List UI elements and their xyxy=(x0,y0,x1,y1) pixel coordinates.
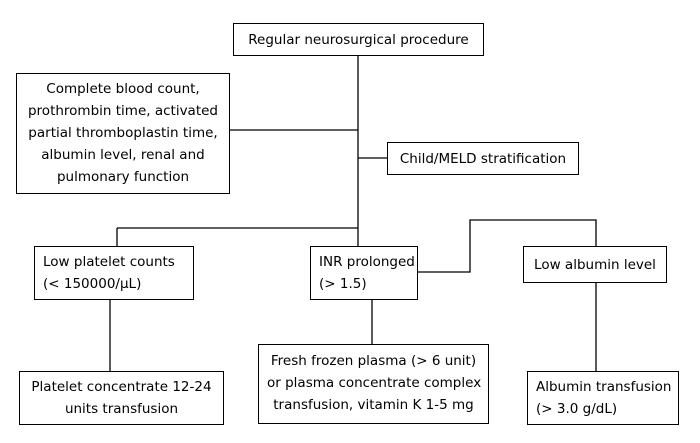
node-text-line: partial thromboplastin time, xyxy=(28,125,218,141)
node-text-line: Complete blood count, xyxy=(46,81,200,97)
node-text-line: Platelet concentrate 12-24 xyxy=(31,379,212,395)
node-text-line: units transfusion xyxy=(64,401,179,417)
node-preoperative-labs: Complete blood count, prothrombin time, … xyxy=(16,73,230,194)
node-child-meld-stratification: Child/MELD stratification xyxy=(387,142,579,175)
node-regular-neurosurgical-procedure: Regular neurosurgical procedure xyxy=(233,23,484,56)
node-text-line: Regular neurosurgical procedure xyxy=(248,32,469,48)
node-text-line: or plasma concentrate complex xyxy=(267,375,482,391)
node-text-line: Low albumin level xyxy=(534,257,656,273)
node-inr-prolonged: INR prolonged (> 1.5) xyxy=(310,246,418,300)
node-text-line: Fresh frozen plasma (> 6 unit) xyxy=(270,353,477,369)
node-low-platelet-counts: Low platelet counts (< 150000/µL) xyxy=(34,246,194,300)
node-text-line: (> 3.0 g/dL) xyxy=(536,401,618,417)
node-text-line: transfusion, vitamin K 1-5 mg xyxy=(273,397,474,413)
node-albumin-transfusion: Albumin transfusion (> 3.0 g/dL) xyxy=(527,371,679,425)
node-text-line: albumin level, renal and xyxy=(41,147,205,163)
node-text-line: Child/MELD stratification xyxy=(399,151,567,167)
node-text-line: (< 150000/µL) xyxy=(43,276,142,292)
node-platelet-concentrate-transfusion: Platelet concentrate 12-24 units transfu… xyxy=(19,371,224,425)
node-fresh-frozen-plasma-transfusion: Fresh frozen plasma (> 6 unit) or plasma… xyxy=(258,344,489,424)
node-text-line: Low platelet counts xyxy=(43,254,175,270)
node-text-line: pulmonary function xyxy=(56,169,190,185)
node-text-line: (> 1.5) xyxy=(319,276,367,292)
node-text-line: INR prolonged xyxy=(319,254,415,270)
node-text-line: Albumin transfusion xyxy=(536,379,672,395)
connector-inr-albumin xyxy=(418,219,597,273)
node-text-line: prothrombin time, activated xyxy=(27,103,218,119)
node-low-albumin-level: Low albumin level xyxy=(523,246,667,283)
